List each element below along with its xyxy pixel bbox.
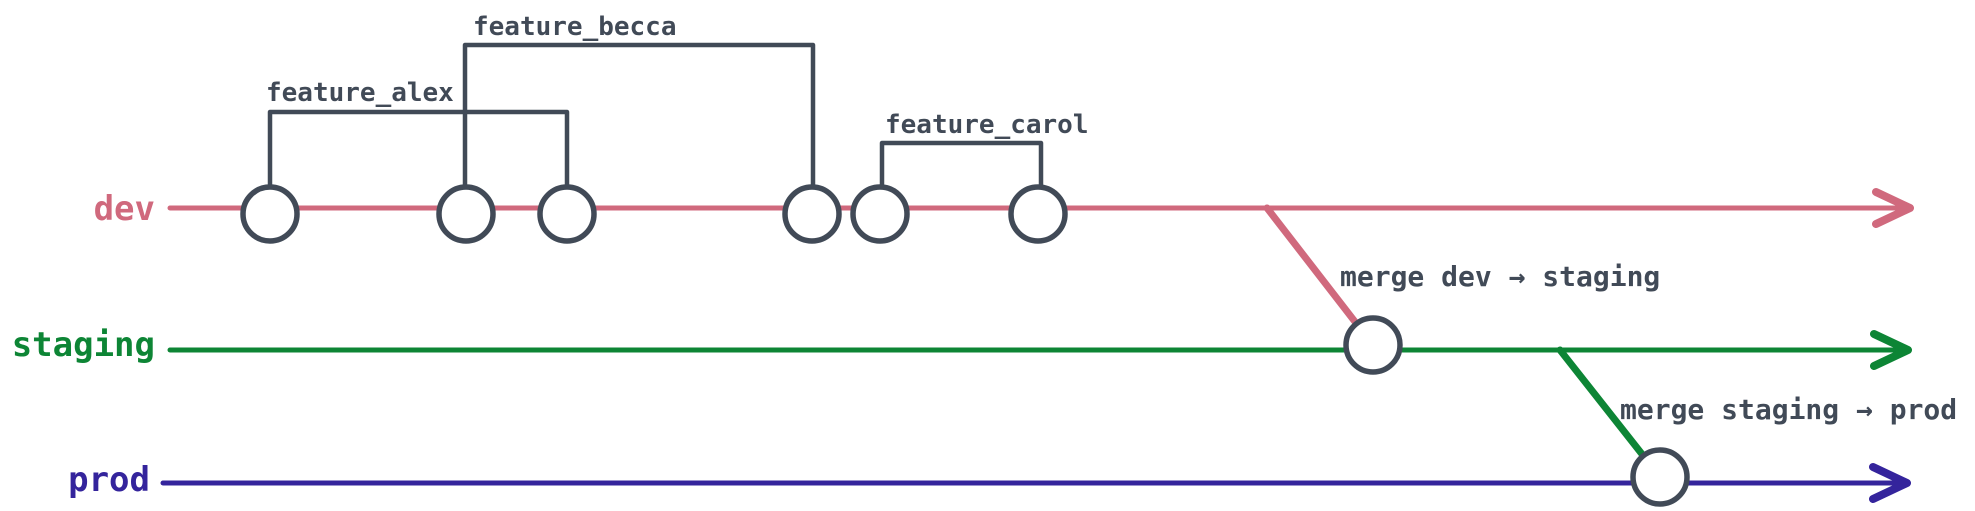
branch-label-staging: staging: [11, 325, 155, 365]
feature-bracket-alex: [267, 109, 570, 192]
feature-label-carol: feature_carol: [885, 110, 1089, 140]
commit-node-dev-4: [782, 184, 842, 244]
merge-label-dev-staging: merge dev → staging: [1340, 260, 1661, 293]
arrowhead-icon-staging: [1870, 330, 1912, 370]
merge-commit-node-dev-to-staging: [1343, 315, 1403, 375]
branch-label-prod: prod: [68, 460, 150, 500]
commit-node-dev-5: [850, 184, 910, 244]
arrowhead-icon-prod: [1869, 463, 1911, 503]
feature-label-alex: feature_alex: [266, 78, 454, 108]
merge-commit-node-staging-to-prod: [1630, 447, 1690, 507]
arrowhead-icon-dev: [1872, 188, 1914, 228]
commit-node-dev-6: [1008, 184, 1068, 244]
branch-label-dev: dev: [93, 189, 155, 229]
feature-bracket-becca: [462, 42, 816, 192]
commit-node-dev-3: [537, 184, 597, 244]
merge-label-staging-prod: merge staging → prod: [1620, 393, 1958, 426]
commit-node-dev-2: [436, 184, 496, 244]
feature-label-becca: feature_becca: [473, 12, 677, 42]
commit-node-dev-1: [240, 184, 300, 244]
feature-bracket-carol: [879, 140, 1044, 192]
